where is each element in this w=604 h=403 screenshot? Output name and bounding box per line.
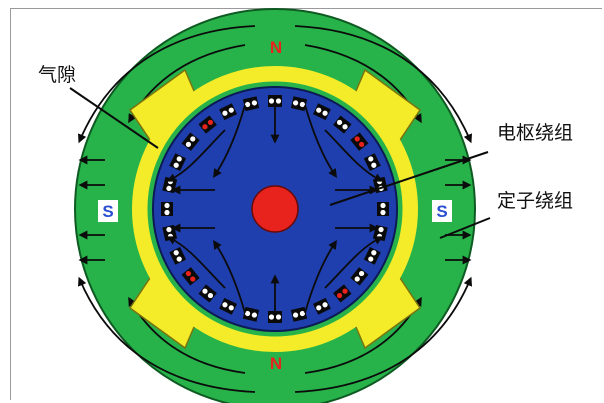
pole-badge-top: N [266, 36, 286, 58]
pole-badge-left: S [98, 200, 118, 222]
pole-label-right: S [436, 202, 447, 221]
pole-badge-bottom: N [266, 352, 286, 374]
pole-label-left: S [102, 202, 113, 221]
pole-label-top: N [270, 38, 282, 57]
armature-slot [377, 202, 389, 216]
armature-slot [161, 202, 173, 216]
shaft [252, 186, 298, 232]
label-air-gap: 气隙 [38, 60, 76, 87]
label-armature-winding: 电枢绕组 [497, 118, 573, 145]
label-stator-winding: 定子绕组 [497, 186, 573, 213]
pole-badge-right: S [432, 200, 452, 222]
pole-label-bottom: N [270, 354, 282, 373]
